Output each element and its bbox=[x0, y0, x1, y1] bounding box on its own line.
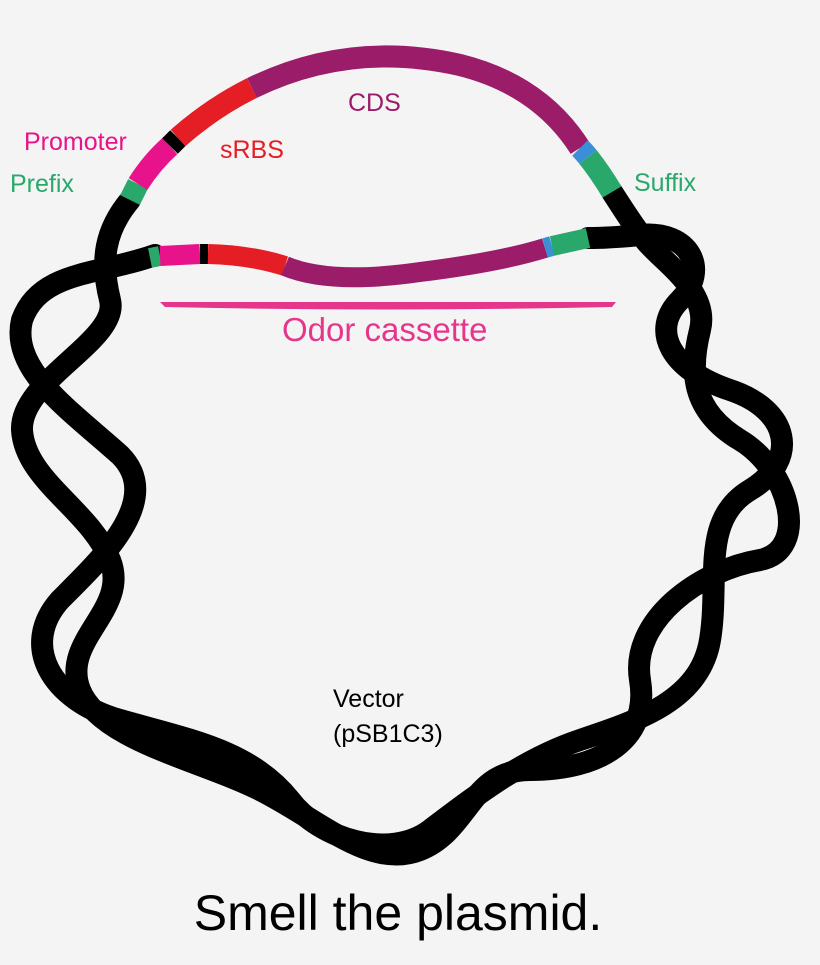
arc-promoter-segment bbox=[128, 137, 178, 191]
label-odor-cassette: Odor cassette bbox=[282, 311, 487, 348]
arc-prefix-segment bbox=[120, 179, 148, 205]
arc-srbs-segment bbox=[170, 78, 257, 147]
inner-promoter-segment bbox=[159, 244, 201, 266]
inner-scar-segment bbox=[542, 236, 555, 258]
label-cds: CDS bbox=[348, 89, 401, 117]
caption: Smell the plasmid. bbox=[194, 885, 603, 941]
odor-cassette-bracket bbox=[160, 302, 616, 310]
inner-suffix-segment bbox=[549, 228, 591, 256]
arc-separator bbox=[162, 130, 186, 154]
label-vector: Vector bbox=[333, 685, 404, 713]
label-promoter: Promoter bbox=[24, 128, 127, 156]
inner-prefix-segment bbox=[148, 246, 162, 268]
arc-cds-segment bbox=[247, 45, 590, 155]
label-prefix: Prefix bbox=[10, 170, 74, 198]
vector-strand-b bbox=[11, 181, 800, 866]
label-vector-id: (pSB1C3) bbox=[333, 720, 443, 748]
arc-scar-segment bbox=[572, 140, 597, 164]
label-suffix: Suffix bbox=[634, 169, 697, 197]
inner-srbs-segment bbox=[207, 244, 288, 276]
inner-cds-segment bbox=[281, 238, 548, 288]
arc-suffix-segment bbox=[579, 150, 622, 198]
label-srbs: sRBS bbox=[220, 136, 284, 164]
